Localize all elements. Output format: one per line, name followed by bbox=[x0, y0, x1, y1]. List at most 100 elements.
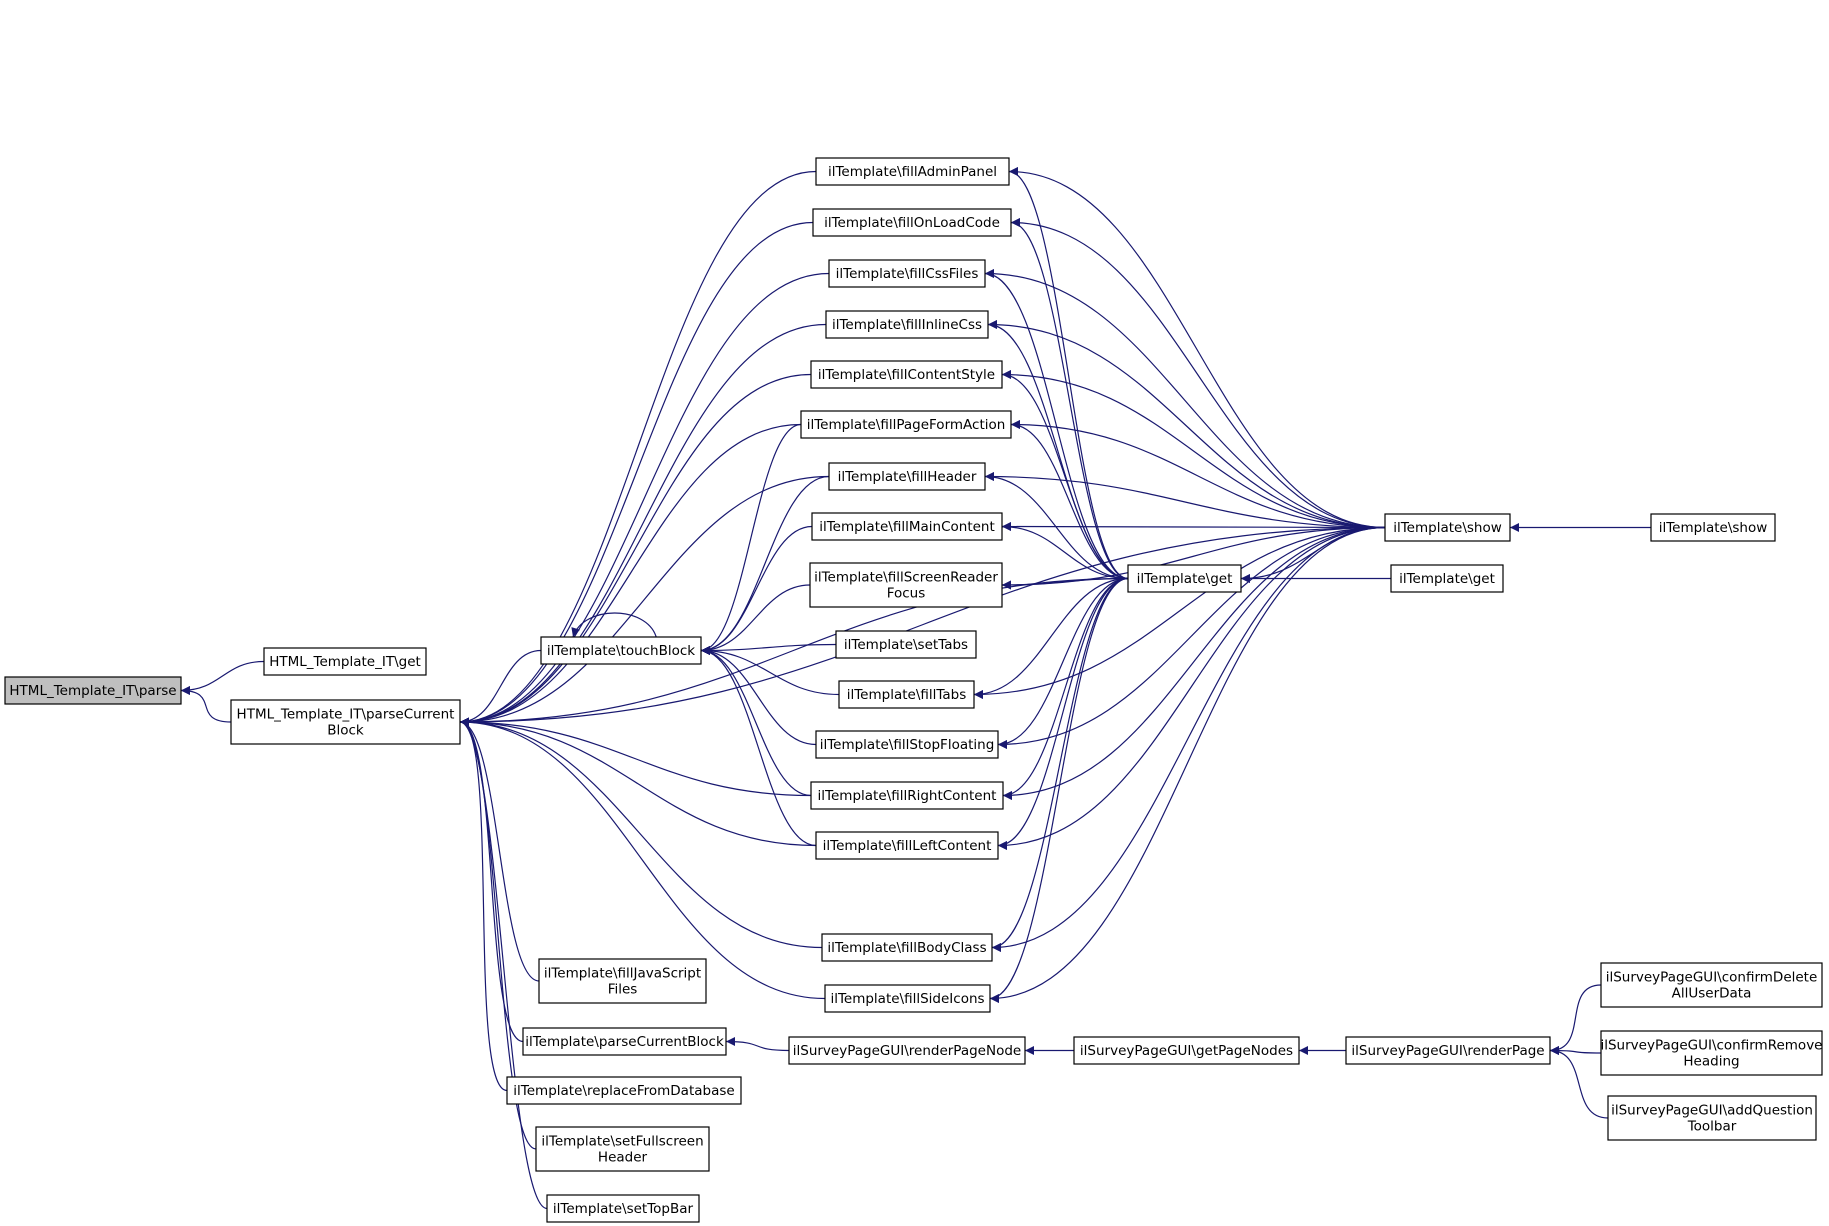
node-label: Header bbox=[598, 1150, 648, 1166]
edge-il-parse-current-block-to-pcb bbox=[459, 717, 524, 1043]
node-label: ilTemplate\fillPageFormAction bbox=[807, 417, 1006, 433]
node-box bbox=[1607, 1095, 1817, 1141]
edge-fill-side-icons-to-pcb bbox=[459, 717, 826, 1000]
node-fill-admin-panel[interactable]: ilTemplate\fillAdminPanel bbox=[815, 157, 1010, 186]
edge-il-show-to-fill-admin-panel bbox=[1008, 167, 1386, 529]
node-il-show[interactable]: ilTemplate\show bbox=[1384, 513, 1511, 542]
node-fill-left-content[interactable]: ilTemplate\fillLeftContent bbox=[815, 831, 999, 860]
node-it-get[interactable]: HTML_Template_IT\get bbox=[263, 647, 427, 676]
node-box bbox=[825, 310, 989, 339]
node-box bbox=[1390, 564, 1504, 593]
edge-fill-body-class-to-pcb bbox=[459, 717, 823, 949]
node-fill-on-load-code[interactable]: ilTemplate\fillOnLoadCode bbox=[812, 208, 1012, 237]
node-box bbox=[824, 984, 991, 1013]
edge-il-show-to-fill-tabs bbox=[973, 526, 1386, 699]
edge-fill-admin-panel-to-pcb bbox=[459, 170, 817, 727]
node-label: ilTemplate\fillTabs bbox=[847, 687, 967, 703]
edge-fill-page-form-action-to-touch-block bbox=[700, 423, 802, 655]
node-pcb[interactable]: HTML_Template_IT\parseCurrentBlock bbox=[230, 699, 461, 745]
node-label: ilTemplate\fillScreenReader bbox=[814, 570, 998, 586]
edge-il-get-to-fill-body-class bbox=[991, 577, 1129, 952]
node-box bbox=[1650, 513, 1776, 542]
edge-il-get-to-fill-side-icons bbox=[989, 577, 1129, 1003]
node-label: ilSurveyPageGUI\renderPage bbox=[1351, 1043, 1544, 1059]
node-label: ilSurveyPageGUI\renderPageNode bbox=[793, 1043, 1021, 1059]
node-box bbox=[263, 647, 427, 676]
node-box bbox=[815, 831, 999, 860]
edge-confirm-remove-to-render-page bbox=[1549, 1046, 1602, 1056]
node-fill-body-class[interactable]: ilTemplate\fillBodyClass bbox=[821, 933, 993, 962]
node-box bbox=[810, 360, 1003, 389]
edge-il-show-to-fill-inline-css bbox=[987, 320, 1386, 529]
node-touch-block[interactable]: ilTemplate\touchBlock bbox=[540, 636, 702, 665]
node-fill-inline-css[interactable]: ilTemplate\fillInlineCss bbox=[825, 310, 989, 339]
node-box bbox=[812, 208, 1012, 237]
node-fill-content-style[interactable]: ilTemplate\fillContentStyle bbox=[810, 360, 1003, 389]
node-render-page[interactable]: ilSurveyPageGUI\renderPage bbox=[1345, 1036, 1551, 1065]
node-fill-right-content[interactable]: ilTemplate\fillRightContent bbox=[810, 781, 1004, 810]
edge-il-get-to-fill-stop-floating bbox=[997, 577, 1129, 749]
edge-il-get-to-fill-content-style bbox=[1001, 370, 1129, 580]
node-label: HTML_Template_IT\parseCurrent bbox=[237, 707, 455, 723]
node-label: ilTemplate\show bbox=[1659, 520, 1768, 536]
node-box bbox=[788, 1036, 1026, 1065]
node-box bbox=[522, 1027, 727, 1056]
node-label: ilTemplate\fillStopFloating bbox=[820, 737, 995, 753]
edge-set-tabs-to-touch-block bbox=[700, 643, 837, 655]
node-replace-from-database[interactable]: ilTemplate\replaceFromDatabase bbox=[506, 1076, 742, 1105]
edge-il-show-to-fill-page-form-action bbox=[1010, 420, 1386, 529]
node-il-parse-current-block[interactable]: ilTemplate\parseCurrentBlock bbox=[522, 1027, 727, 1056]
edge-il-show-to-pcb bbox=[459, 526, 1386, 727]
node-fill-header[interactable]: ilTemplate\fillHeader bbox=[828, 462, 986, 491]
node-label: ilTemplate\setTopBar bbox=[553, 1201, 694, 1217]
node-label: ilSurveyPageGUI\confirmDelete bbox=[1606, 970, 1818, 986]
node-fill-main-content[interactable]: ilTemplate\fillMainContent bbox=[811, 512, 1003, 541]
node-set-tabs[interactable]: ilTemplate\setTabs bbox=[835, 630, 977, 659]
node-label: ilTemplate\setTabs bbox=[844, 637, 968, 653]
node-label: HTML_Template_IT\parse bbox=[9, 683, 176, 699]
node-label: AllUserData bbox=[1672, 986, 1752, 1002]
node-show2[interactable]: ilTemplate\show bbox=[1650, 513, 1776, 542]
edge-fill-right-content-to-pcb bbox=[459, 717, 812, 797]
node-label: ilTemplate\fillHeader bbox=[838, 469, 977, 485]
node-label: ilTemplate\fillInlineCss bbox=[832, 317, 982, 333]
edge-fill-left-content-to-pcb bbox=[459, 717, 817, 847]
node-label: ilTemplate\fillJavaScript bbox=[544, 966, 701, 982]
edge-il-show-to-fill-header bbox=[984, 472, 1386, 529]
node-il-get[interactable]: ilTemplate\get bbox=[1127, 564, 1242, 593]
edge-il-get-to-fill-on-load-code bbox=[1010, 218, 1129, 580]
edge-il-get-to-fill-page-form-action bbox=[1010, 420, 1129, 580]
node-fill-tabs[interactable]: ilTemplate\fillTabs bbox=[838, 680, 975, 709]
edge-il-show-to-fill-screen-reader-focus bbox=[1001, 526, 1386, 590]
edge-il-get-to-fill-admin-panel bbox=[1008, 167, 1129, 580]
node-fill-stop-floating[interactable]: ilTemplate\fillStopFloating bbox=[815, 730, 999, 759]
node-box bbox=[1073, 1036, 1300, 1065]
edge-il-get-to-fill-header bbox=[984, 472, 1129, 580]
node-label: Files bbox=[608, 982, 638, 998]
node-fill-page-form-action[interactable]: ilTemplate\fillPageFormAction bbox=[800, 410, 1012, 439]
node-label: ilTemplate\show bbox=[1393, 520, 1502, 536]
node-box bbox=[506, 1076, 742, 1105]
node-label: ilTemplate\get bbox=[1399, 571, 1495, 587]
edge-il-get-to-pcb bbox=[459, 577, 1129, 727]
node-box bbox=[546, 1194, 700, 1223]
edge-pcb-to-parse bbox=[180, 686, 232, 723]
node-set-top-bar[interactable]: ilTemplate\setTopBar bbox=[546, 1194, 700, 1223]
node-box bbox=[1345, 1036, 1551, 1065]
node-parse[interactable]: HTML_Template_IT\parse bbox=[4, 676, 182, 705]
edge-render-page-node-to-il-parse-current-block bbox=[725, 1037, 790, 1052]
node-render-page-node[interactable]: ilSurveyPageGUI\renderPageNode bbox=[788, 1036, 1026, 1065]
node-fill-css-files[interactable]: ilTemplate\fillCssFiles bbox=[828, 259, 986, 288]
edge-il-show-to-fill-side-icons bbox=[989, 526, 1386, 1003]
node-get2[interactable]: ilTemplate\get bbox=[1390, 564, 1504, 593]
node-label: ilTemplate\fillSideIcons bbox=[830, 991, 984, 1007]
node-get-page-nodes[interactable]: ilSurveyPageGUI\getPageNodes bbox=[1073, 1036, 1300, 1065]
node-fill-side-icons[interactable]: ilTemplate\fillSideIcons bbox=[824, 984, 991, 1013]
node-box bbox=[809, 562, 1003, 608]
